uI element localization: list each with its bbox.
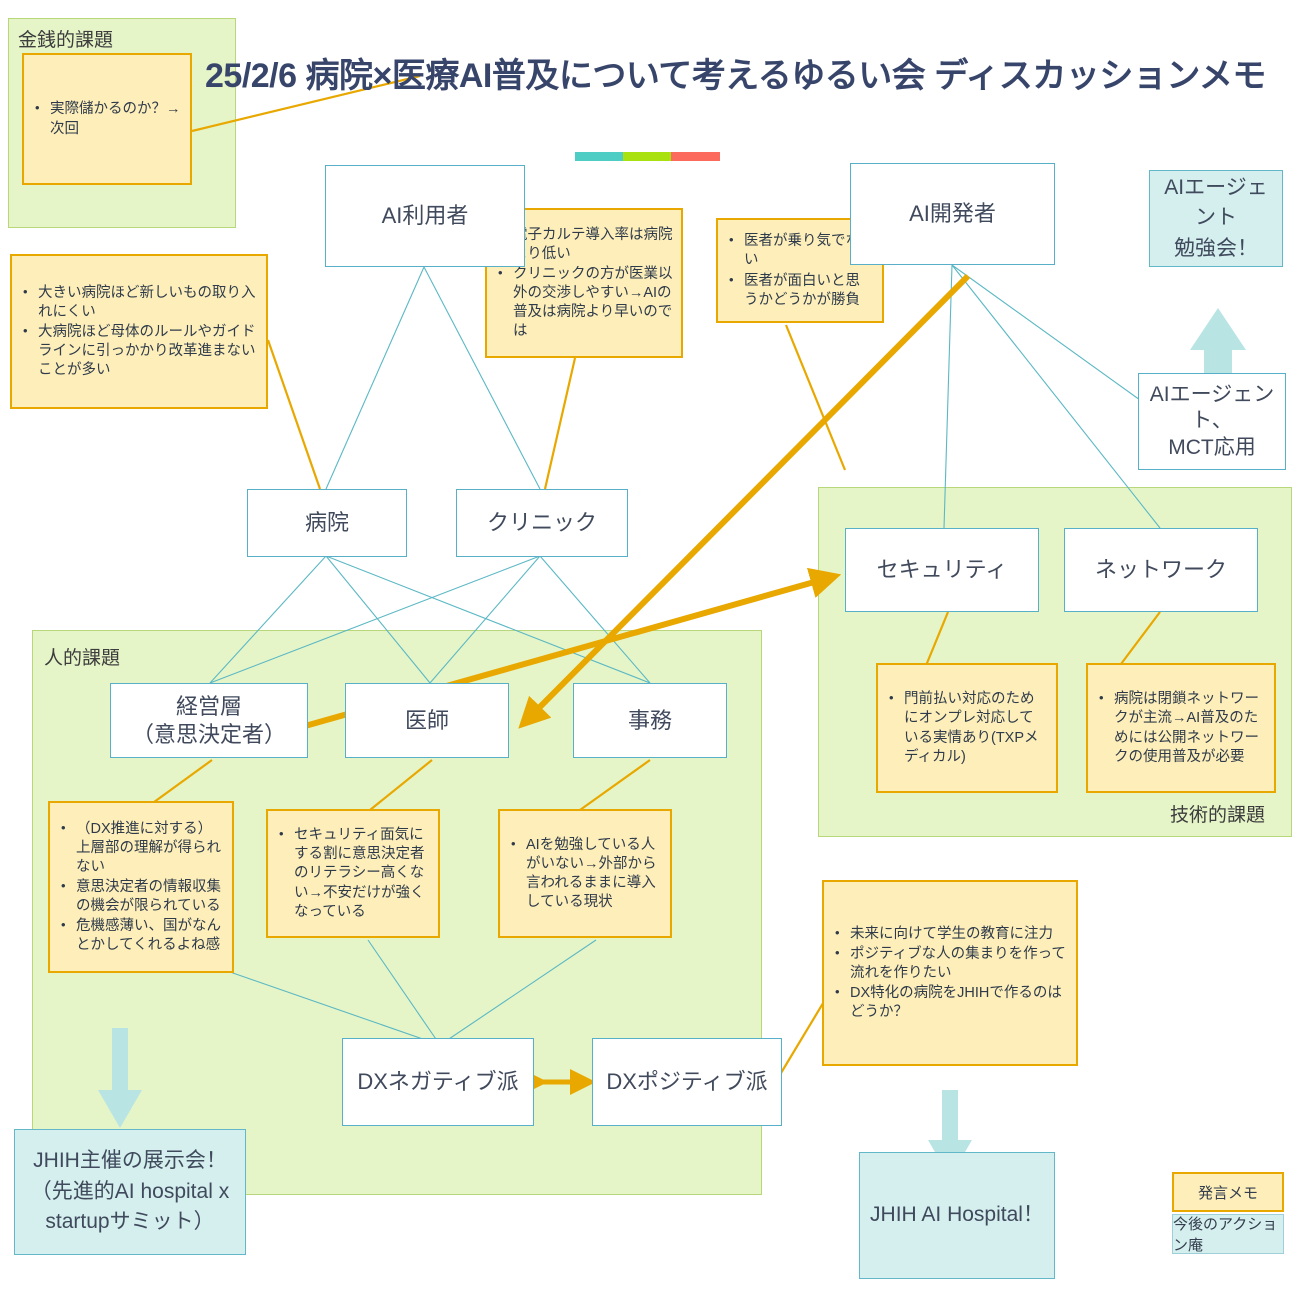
node-dx-negative[interactable]: DXネガティブ派 xyxy=(342,1038,534,1126)
note-item: セキュリティ面気にする割に意思決定者のリテラシー高くない→不安だけが強くなってい… xyxy=(279,825,430,922)
note-item: ポジティブな人の集まりを作って流れを作りたい xyxy=(835,944,1068,983)
action-ai-hospital-label: JHIH AI Hospital！ xyxy=(870,1203,1044,1227)
note-item: AIを勉強している人がいない→外部から言われるままに導入している現状 xyxy=(511,835,662,913)
node-ai-agent-mct[interactable]: AIエージェント、 MCT応用 xyxy=(1138,373,1286,470)
note-item: DX特化の病院をJHIHで作るのはどうか？ xyxy=(835,983,1068,1022)
block-arrow-up-to-study xyxy=(1190,308,1246,382)
note-money[interactable]: 実際儲かるのか？→次回 xyxy=(22,53,192,185)
node-hospital[interactable]: 病院 xyxy=(247,489,407,557)
deco-segment-coral xyxy=(670,152,720,161)
node-ai-developer[interactable]: AI開発者 xyxy=(850,163,1055,265)
note-item: 未来に向けて学生の教育に注力 xyxy=(835,924,1068,944)
node-clinic[interactable]: クリニック xyxy=(456,489,628,557)
node-doctor[interactable]: 医師 xyxy=(345,683,509,758)
note-item: 門前払い対応のためにオンプレ対応している実情あり(TXPメディカル) xyxy=(889,689,1048,767)
note-item: 実際儲かるのか？→次回 xyxy=(35,99,182,138)
note-item: 危機感薄い、国がなんとかしてくれるよね感 xyxy=(61,916,224,955)
note-security[interactable]: 門前払い対応のためにオンプレ対応している実情あり(TXPメディカル) xyxy=(876,663,1058,793)
node-security[interactable]: セキュリティ xyxy=(845,528,1039,612)
action-ai-agent-study-label: AIエージェント 勉強会！ xyxy=(1164,175,1268,260)
note-item: クリニックの方が医業以外の交渉しやすい→AIの普及は病院より早いのでは xyxy=(498,264,673,342)
node-admin[interactable]: 事務 xyxy=(573,683,727,758)
note-hospital-size[interactable]: 大きい病院ほど新しいもの取り入れにくい 大病院ほど母体のルールやガイドラインに引… xyxy=(10,254,268,409)
region-tech-label: 技術的課題 xyxy=(1170,805,1266,826)
region-human-label: 人的課題 xyxy=(44,648,121,669)
node-management-label: 経営層 （意思決定者） xyxy=(131,694,286,747)
note-item: 医者が面白いと思うかどうかが勝負 xyxy=(729,270,874,310)
deco-segment-green xyxy=(622,152,671,161)
action-ai-hospital[interactable]: JHIH AI Hospital！ xyxy=(859,1152,1055,1279)
note-doctor[interactable]: セキュリティ面気にする割に意思決定者のリテラシー高くない→不安だけが強くなってい… xyxy=(266,809,440,938)
note-dx-positive[interactable]: 未来に向けて学生の教育に注力 ポジティブな人の集まりを作って流れを作りたい DX… xyxy=(822,880,1078,1066)
note-management[interactable]: （DX推進に対する）上層部の理解が得られない 意思決定者の情報収集の機会が限られ… xyxy=(48,801,234,973)
note-network[interactable]: 病院は閉鎖ネットワークが主流→AI普及のためには公開ネットワークの使用普及が必要 xyxy=(1086,663,1276,793)
note-item: 大病院ほど母体のルールやガイドラインに引っかかり改革進まないことが多い xyxy=(23,322,258,380)
note-item: （DX推進に対する）上層部の理解が得られない xyxy=(61,819,224,877)
node-dx-positive[interactable]: DXポジティブ派 xyxy=(592,1038,782,1126)
legend-note-swatch: 発言メモ xyxy=(1172,1172,1284,1212)
decorative-color-bar xyxy=(575,152,720,161)
note-item: 大きい病院ほど新しいもの取り入れにくい xyxy=(23,283,258,322)
note-item: 電子カルテ導入率は病院より低い xyxy=(498,225,673,264)
deco-segment-teal xyxy=(575,152,623,161)
action-exhibition[interactable]: JHIH主催の展示会！ （先進的AI hospital x startupサミッ… xyxy=(14,1129,246,1255)
note-item: 意思決定者の情報収集の機会が限られている xyxy=(61,877,224,916)
node-ai-user[interactable]: AI利用者 xyxy=(325,165,525,267)
node-ai-agent-mct-label: AIエージェント、 MCT応用 xyxy=(1149,383,1275,459)
note-item: 病院は閉鎖ネットワークが主流→AI普及のためには公開ネットワークの使用普及が必要 xyxy=(1099,689,1266,767)
page-title: 25/2/6 病院×医療AI普及について考えるゆるい会 ディスカッションメモ xyxy=(205,57,1266,95)
note-item: 医者が乗り気でない xyxy=(729,231,874,270)
legend-action-swatch: 今後のアクション庵 xyxy=(1172,1214,1284,1254)
node-network[interactable]: ネットワーク xyxy=(1064,528,1258,612)
node-management[interactable]: 経営層 （意思決定者） xyxy=(110,683,308,758)
action-ai-agent-study[interactable]: AIエージェント 勉強会！ xyxy=(1149,170,1283,267)
action-exhibition-label: JHIH主催の展示会！ （先進的AI hospital x startupサミッ… xyxy=(30,1149,230,1234)
note-admin[interactable]: AIを勉強している人がいない→外部から言われるままに導入している現状 xyxy=(498,809,672,938)
region-money-label: 金銭的課題 xyxy=(18,30,114,51)
